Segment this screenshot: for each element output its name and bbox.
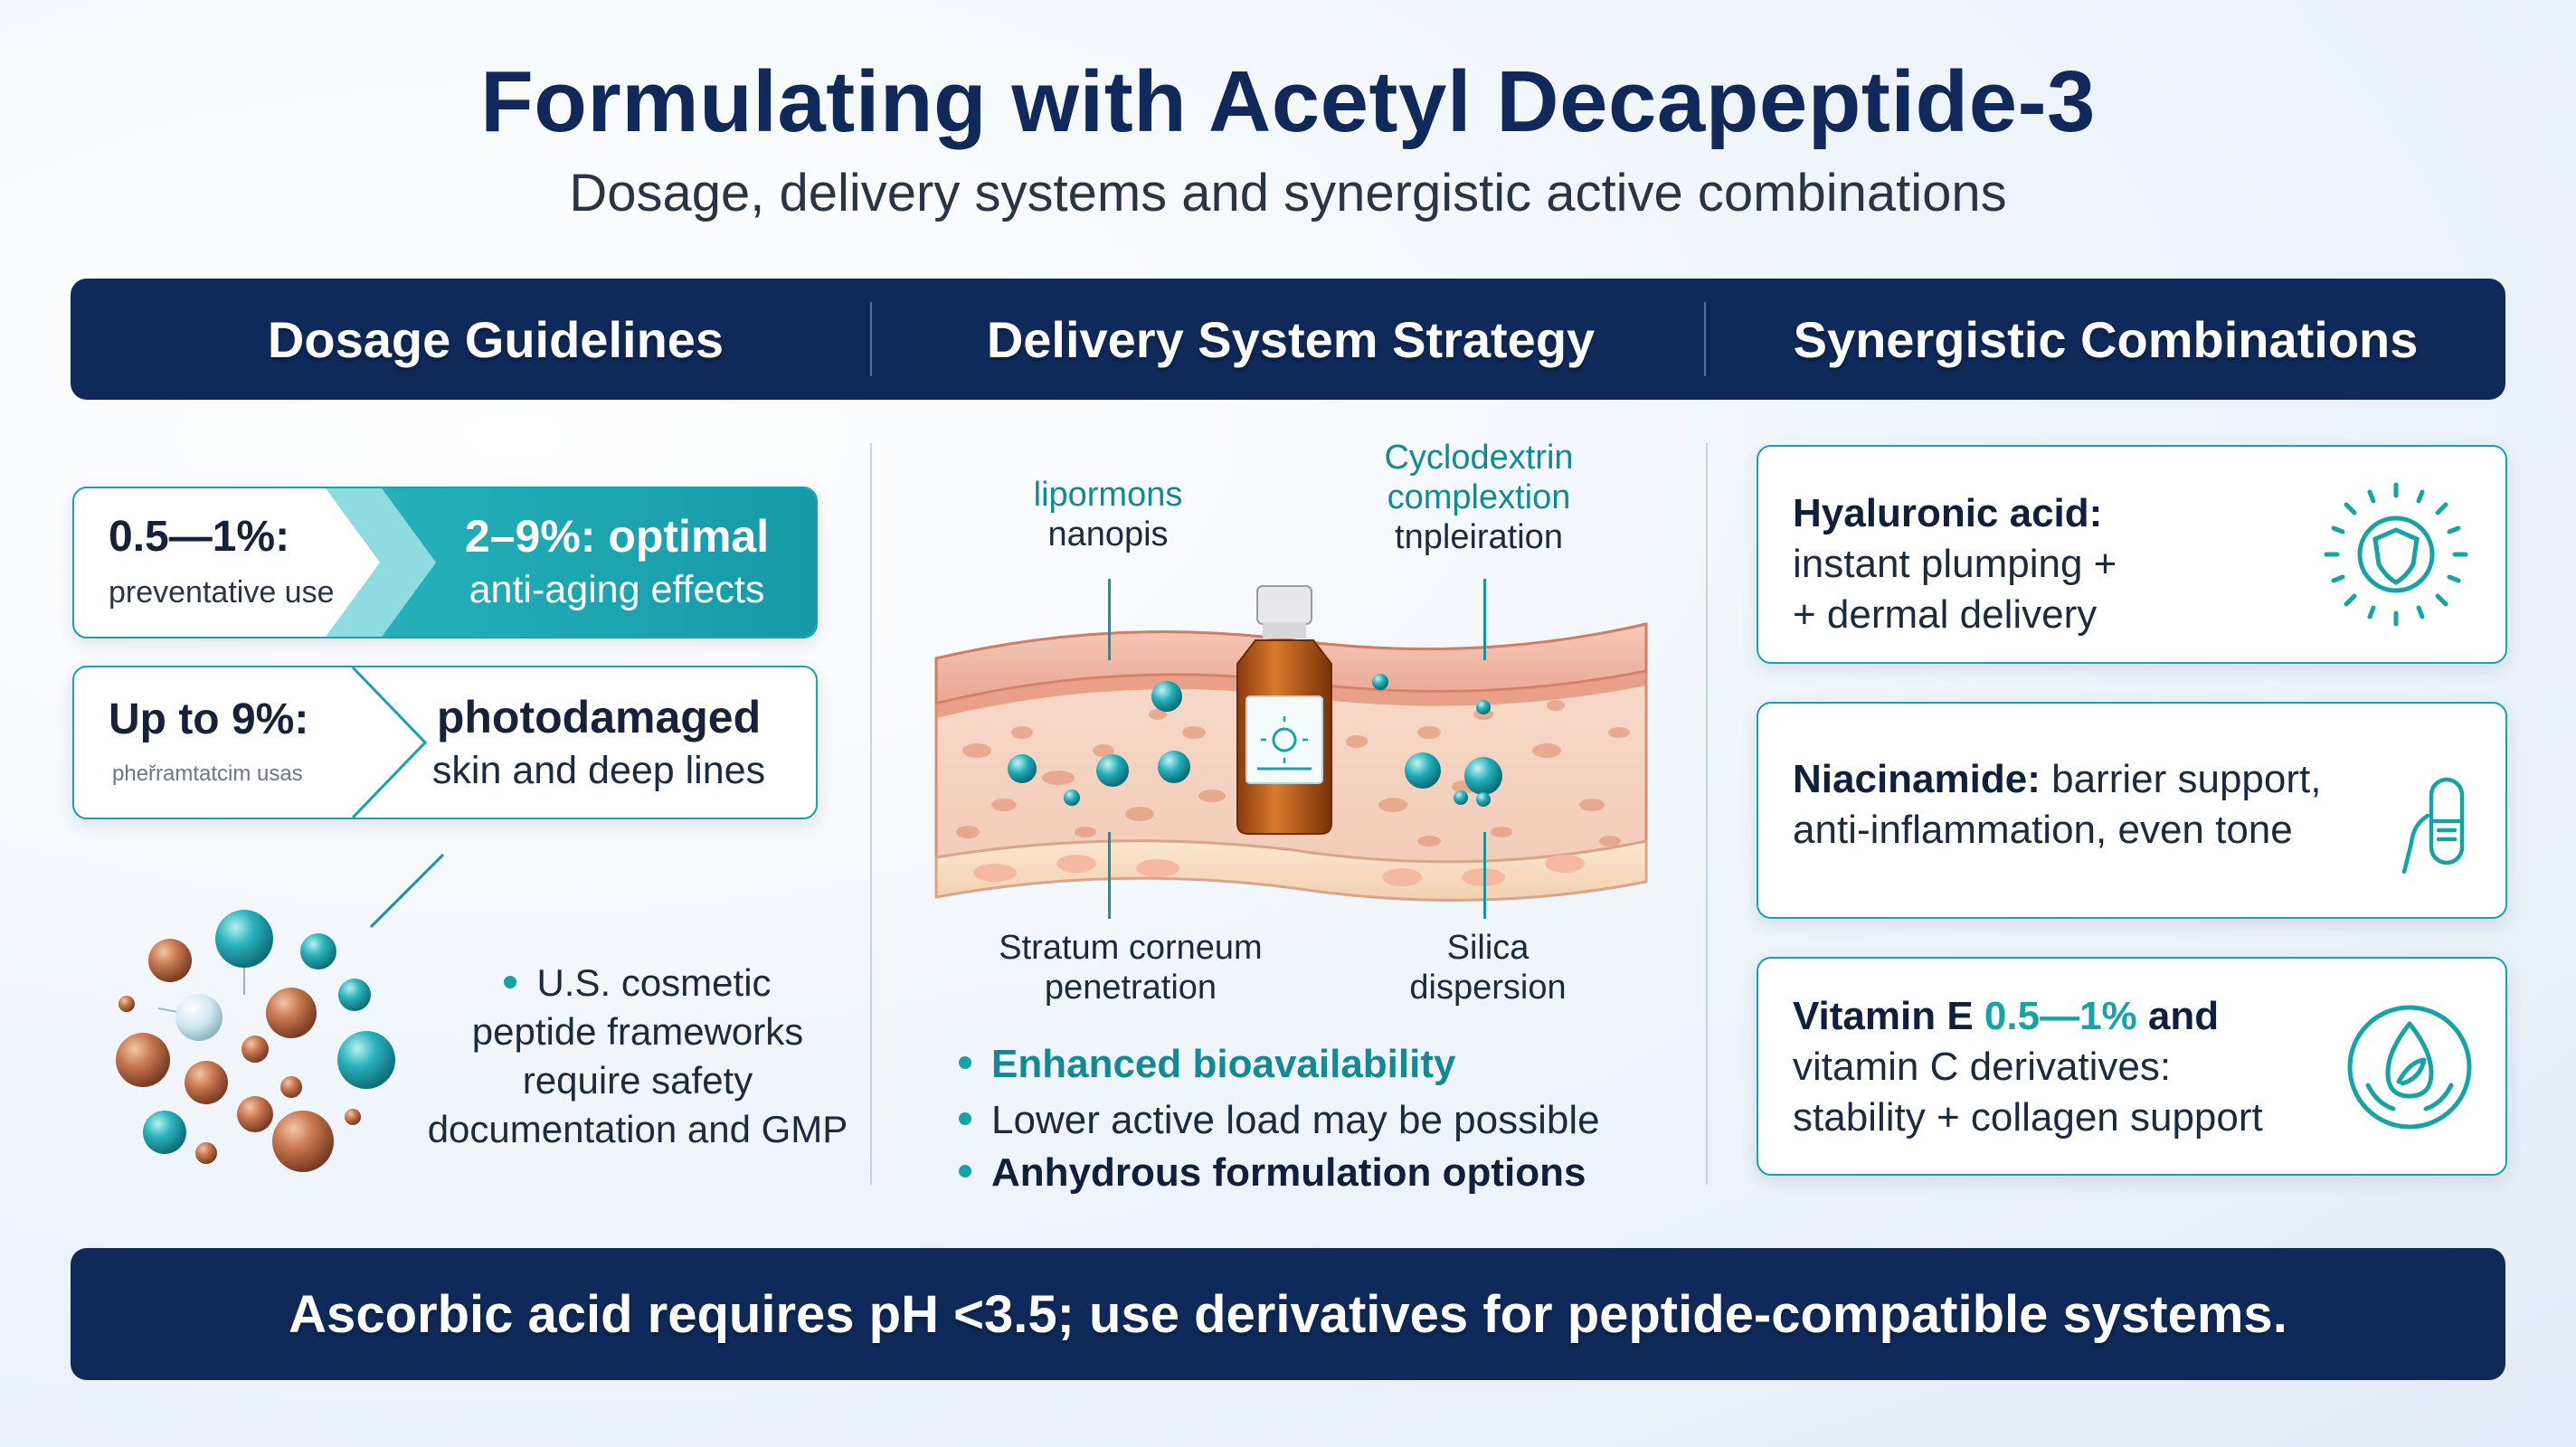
footer-note: Ascorbic acid requires pH <3.5; use deri… — [289, 1284, 2287, 1344]
liposome-label: lipormons nanopis — [1033, 476, 1183, 553]
droplet-leaf-icon — [2347, 1005, 2472, 1130]
silica-dispersion-label: Silica dispersion — [1409, 929, 1567, 1007]
arrow-indicator — [1483, 579, 1486, 660]
sun-shield-icon — [2324, 482, 2468, 627]
bullet-dot-icon — [504, 975, 517, 988]
page-title: Formulating with Acetyl Decapeptide-3 — [480, 53, 2096, 150]
dose-range-label: 0.5—1%: — [109, 513, 290, 561]
hand-capsule-icon — [2401, 777, 2465, 875]
header-divider — [870, 302, 872, 376]
synergy-card-hyaluronic: Hyaluronic acid: instant plumping + + de… — [1757, 445, 2507, 664]
bullet-dot-icon — [959, 1165, 971, 1178]
dose-use-label: preventative use — [109, 575, 335, 610]
header-dosage-guidelines: Dosage Guidelines — [267, 310, 724, 368]
cyclodextrin-label: Cyclodextrin complextion tnpleiration — [1384, 439, 1574, 556]
synergy-card-vitamins: Vitamin E 0.5—1% and vitamin C derivativ… — [1757, 957, 2507, 1176]
regulatory-note-line: documentation and GMP — [427, 1108, 848, 1150]
regulatory-note-line: peptide frameworks — [471, 1010, 804, 1053]
dosage-card-photodamaged: Up to 9%: pheřramtatcim usas photodamage… — [72, 666, 818, 819]
regulatory-note-line: U.S. cosmetic — [425, 959, 850, 1007]
dosage-card-chevron — [351, 667, 428, 818]
stratum-corneum-label: Stratum corneum penetration — [999, 929, 1263, 1007]
dose-optimal-sub: anti-aging effects — [469, 568, 765, 611]
arrow-indicator — [1483, 832, 1486, 919]
bullet-dot-icon — [959, 1112, 971, 1126]
dose-optimal-title: 2–9%: optimal — [464, 511, 770, 562]
regulatory-note-line: require safety — [522, 1059, 753, 1102]
dose-use-label: pheřramtatcim usas — [112, 761, 303, 786]
arrow-indicator — [1108, 832, 1111, 919]
dosage-card-teal-panel — [326, 488, 816, 637]
delivery-bullet: Anhydrous formulation options — [959, 1149, 1586, 1197]
peptide-molecule-cluster-icon — [116, 853, 445, 1172]
dose-max-label: Up to 9%: — [109, 695, 309, 743]
dose-photodamaged-sub: skin and deep lines — [431, 749, 766, 792]
delivery-bullet: Lower active load may be possible — [959, 1096, 1600, 1145]
delivery-bullet: Enhanced bioavailability — [959, 1040, 1455, 1089]
synergy-card-text: Vitamin E 0.5—1% and vitamin C derivativ… — [1793, 994, 2263, 1140]
regulatory-note: U.S. cosmetic peptide frameworks require… — [425, 959, 850, 1154]
skin-cross-section-diagram — [934, 585, 1648, 902]
synergy-card-text: Niacinamide: barrier support, anti-infla… — [1793, 757, 2322, 852]
column-divider — [870, 443, 872, 1185]
header-synergistic-combinations: Synergistic Combinations — [1793, 310, 2419, 368]
column-header-bar: Dosage Guidelines Delivery System Strate… — [71, 279, 2505, 400]
dosage-card-optimal: 0.5—1%: preventative use 2–9%: optimal a… — [72, 487, 818, 638]
synergy-card-text: Hyaluronic acid: instant plumping + + de… — [1793, 491, 2117, 637]
bullet-dot-icon — [959, 1056, 971, 1070]
column-divider — [1706, 443, 1708, 1185]
header-delivery-system: Delivery System Strategy — [986, 310, 1596, 368]
page-subtitle: Dosage, delivery systems and synergistic… — [569, 164, 2007, 222]
header-divider — [1704, 302, 1706, 376]
dose-photodamaged-title: photodamaged — [436, 692, 762, 742]
footer-note-bar: Ascorbic acid requires pH <3.5; use deri… — [71, 1248, 2505, 1380]
synergy-card-niacinamide: Niacinamide: barrier support, anti-infla… — [1757, 702, 2507, 919]
arrow-indicator — [1108, 579, 1111, 660]
